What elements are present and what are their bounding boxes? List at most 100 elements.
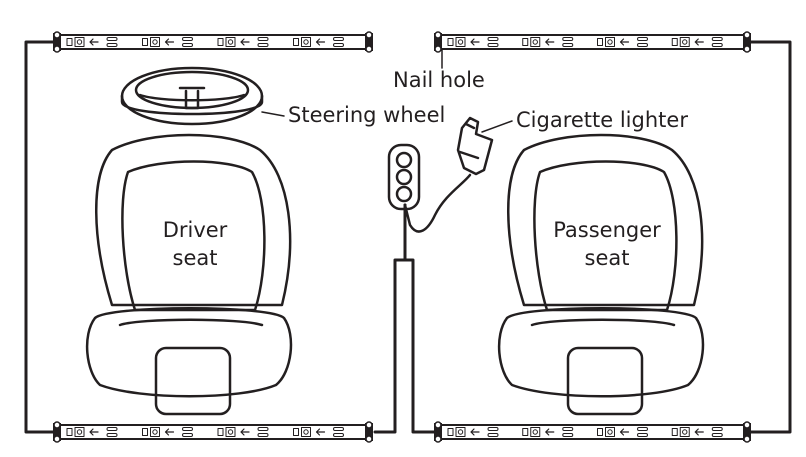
- strip-led-dot: [607, 39, 613, 45]
- strip-led: [679, 427, 690, 437]
- nail-hole: [434, 435, 442, 443]
- strip-led-dot: [607, 429, 613, 435]
- strip-led: [605, 427, 615, 437]
- strip-arrow: [470, 38, 480, 46]
- strip-led: [225, 427, 236, 437]
- strip-arrow: [315, 428, 326, 436]
- strip-led-dot: [152, 39, 158, 45]
- strip-pad: [487, 37, 499, 41]
- strip-arrow: [545, 428, 555, 436]
- nail-hole: [365, 45, 373, 53]
- strip-pad: [562, 427, 574, 431]
- strip-arrow: [694, 428, 704, 436]
- strip-led: [605, 37, 615, 47]
- strip-pad: [182, 43, 193, 47]
- strip-pad: [487, 433, 499, 437]
- strip-pad: [711, 43, 723, 47]
- strip-arrow: [470, 428, 480, 436]
- strip-arrow: [240, 428, 250, 436]
- strip-led-dot: [303, 39, 309, 45]
- cigarette-lighter-icon: [456, 116, 513, 176]
- strip-led-dot: [303, 429, 309, 435]
- strip-resistor: [293, 38, 299, 46]
- strip-led: [679, 37, 690, 47]
- driver-seat-label-line1: Driver: [162, 218, 228, 242]
- nail-hole: [434, 421, 442, 429]
- strip-led-dot: [532, 429, 538, 435]
- strip-led-dot: [227, 429, 234, 435]
- strip-resistor: [293, 428, 299, 436]
- strip-pad: [333, 433, 344, 437]
- nail-hole: [53, 31, 61, 39]
- strip-pad: [487, 427, 499, 431]
- strip-pad: [711, 433, 723, 437]
- nail-hole: [365, 421, 373, 429]
- nail-hole: [53, 45, 61, 53]
- strip-end-cap: [365, 423, 373, 441]
- nail-hole: [743, 31, 751, 39]
- strip-pad: [333, 43, 344, 47]
- passenger-seat-icon: [497, 133, 705, 416]
- strip-pad: [637, 433, 648, 437]
- strip-resistor: [447, 38, 454, 46]
- strip-led-dot: [152, 429, 158, 435]
- strip-end-cap: [434, 423, 442, 441]
- strip-arrow: [545, 38, 555, 46]
- nail-hole: [743, 45, 751, 53]
- passenger-seat-label-line2: seat: [584, 246, 630, 270]
- strip-pad: [333, 427, 344, 431]
- strip-end-cap: [53, 423, 61, 441]
- strip-led-dot: [457, 429, 464, 435]
- passenger-seat-label: Passenger seat: [527, 216, 687, 272]
- strip-led-dot: [76, 429, 83, 435]
- strip-led: [530, 37, 541, 47]
- strip-resistor: [522, 38, 529, 46]
- led-strip-top-right: [434, 31, 751, 53]
- strip-resistor: [597, 428, 603, 436]
- strip-arrow: [315, 38, 326, 46]
- led-strip-top-left: [53, 31, 373, 53]
- strip-end-cap: [434, 33, 442, 51]
- strip-led: [455, 427, 466, 437]
- strip-pad: [637, 37, 648, 41]
- strip-end-cap: [743, 423, 751, 441]
- wiring: [24, 40, 792, 434]
- strip-pad: [711, 427, 723, 431]
- strip-arrow: [240, 38, 250, 46]
- strip-resistor: [671, 38, 678, 46]
- strip-led-dot: [227, 39, 234, 45]
- nail-hole: [743, 421, 751, 429]
- strip-resistor: [597, 38, 603, 46]
- strip-led-dot: [682, 429, 688, 435]
- strip-pad: [257, 43, 269, 47]
- strip-led: [301, 427, 311, 437]
- strip-resistor: [217, 38, 224, 46]
- driver-seat-label-line2: seat: [172, 246, 218, 270]
- strip-led: [74, 427, 85, 437]
- nail-hole: [53, 421, 61, 429]
- strip-pad: [106, 433, 118, 437]
- strip-pad: [637, 43, 648, 47]
- led-strip-bottom-right: [434, 421, 751, 443]
- strip-pad: [562, 37, 574, 41]
- strip-end-cap: [365, 33, 373, 51]
- strip-pad: [106, 43, 118, 47]
- strip-pad: [562, 43, 574, 47]
- strip-pad: [637, 427, 648, 431]
- strip-resistor: [671, 428, 678, 436]
- strip-arrow: [89, 428, 99, 436]
- strip-led: [301, 37, 311, 47]
- strip-led: [150, 37, 160, 47]
- nail-hole: [365, 31, 373, 39]
- strip-led-dot: [682, 39, 688, 45]
- strip-pad: [487, 43, 499, 47]
- strip-led-dot: [457, 39, 464, 45]
- strip-resistor: [142, 38, 148, 46]
- strip-arrow: [619, 428, 630, 436]
- driver-seat-icon: [85, 133, 293, 416]
- strip-resistor: [447, 428, 454, 436]
- strip-arrow: [619, 38, 630, 46]
- strip-pad: [562, 433, 574, 437]
- strip-resistor: [522, 428, 529, 436]
- strip-led-dot: [532, 39, 538, 45]
